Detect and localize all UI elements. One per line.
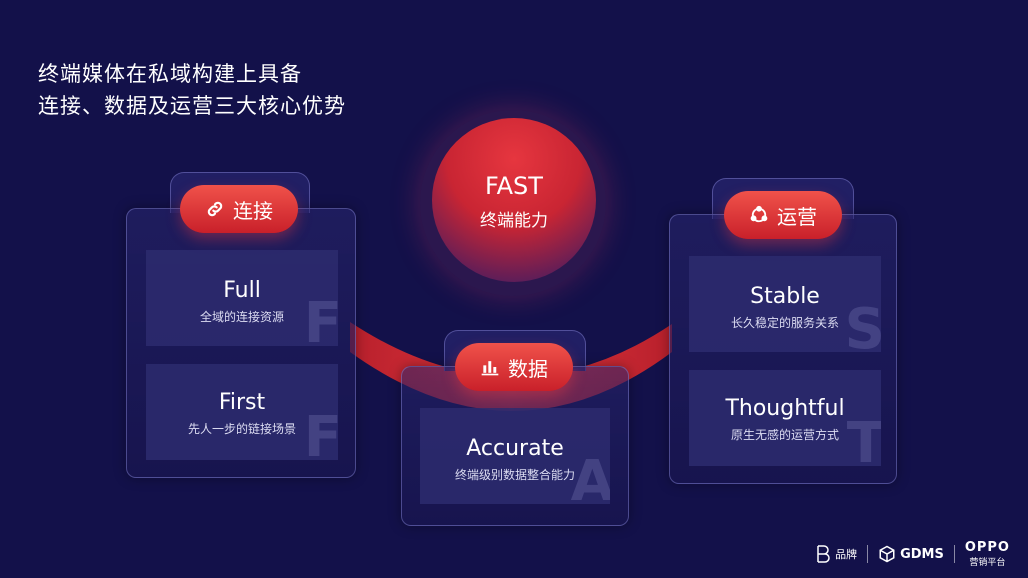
link-icon [207,201,223,217]
left-pill-connect: 连接 [180,185,298,233]
middle-pill-data: 数据 [455,343,573,391]
card-stable-sub: 长久稳定的服务关系 [730,316,839,330]
brand-logo-1: 品牌 [815,544,857,564]
fast-circle: FAST 终端能力 [432,118,596,282]
brand-3-text: OPPO [964,540,1010,555]
card-first: First 先人一步的链接场景 F [146,364,338,460]
cycle-icon [750,205,768,223]
card-thoughtful-watermark: T [846,411,881,466]
card-thoughtful-title: Thoughtful [725,396,845,421]
title-line-2: 连接、数据及运营三大核心优势 [38,94,346,118]
card-stable-watermark: S [844,297,881,352]
right-pill-label: 运营 [777,204,817,229]
footer-separator-1 [867,545,869,563]
card-thoughtful: Thoughtful 原生无感的运营方式 T [689,370,881,466]
card-thoughtful-sub: 原生无感的运营方式 [730,428,839,442]
fast-subtitle: 终端能力 [480,211,548,231]
card-accurate-title: Accurate [466,436,564,461]
card-first-watermark: F [303,405,338,460]
card-full-title: Full [223,278,261,303]
brand-logo-3: OPPO 营销平台 [965,540,1010,568]
card-first-sub: 先人一步的链接场景 [187,422,296,436]
footer-separator-2 [953,545,955,563]
card-full-watermark: F [303,291,338,346]
brand-2-text: GDMS [900,546,944,562]
brand-logo-2: GDMS [878,545,944,563]
right-pill-operate: 运营 [724,191,842,239]
footer-logos: 品牌 GDMS OPPO 营销平台 [815,540,1010,568]
card-accurate-watermark: A [570,449,610,504]
card-accurate: Accurate 终端级别数据整合能力 A [420,408,610,504]
card-full: Full 全域的连接资源 F [146,250,338,346]
title-line-1: 终端媒体在私域构建上具备 [38,62,302,86]
page-title: 终端媒体在私域构建上具备 连接、数据及运营三大核心优势 [38,58,346,122]
card-stable: Stable 长久稳定的服务关系 S [689,256,881,352]
card-stable-title: Stable [750,284,820,309]
brand-b-icon [817,545,830,563]
card-accurate-sub: 终端级别数据整合能力 [454,468,575,482]
left-pill-label: 连接 [233,198,273,223]
card-first-title: First [218,390,266,415]
cube-icon [879,545,895,563]
brand-3-sub: 营销平台 [969,558,1006,568]
middle-pill-label: 数据 [508,356,548,381]
card-full-sub: 全域的连接资源 [199,310,284,324]
brand-1-text: 品牌 [835,548,858,561]
bar-chart-icon [481,361,499,376]
fast-title: FAST [485,172,543,200]
